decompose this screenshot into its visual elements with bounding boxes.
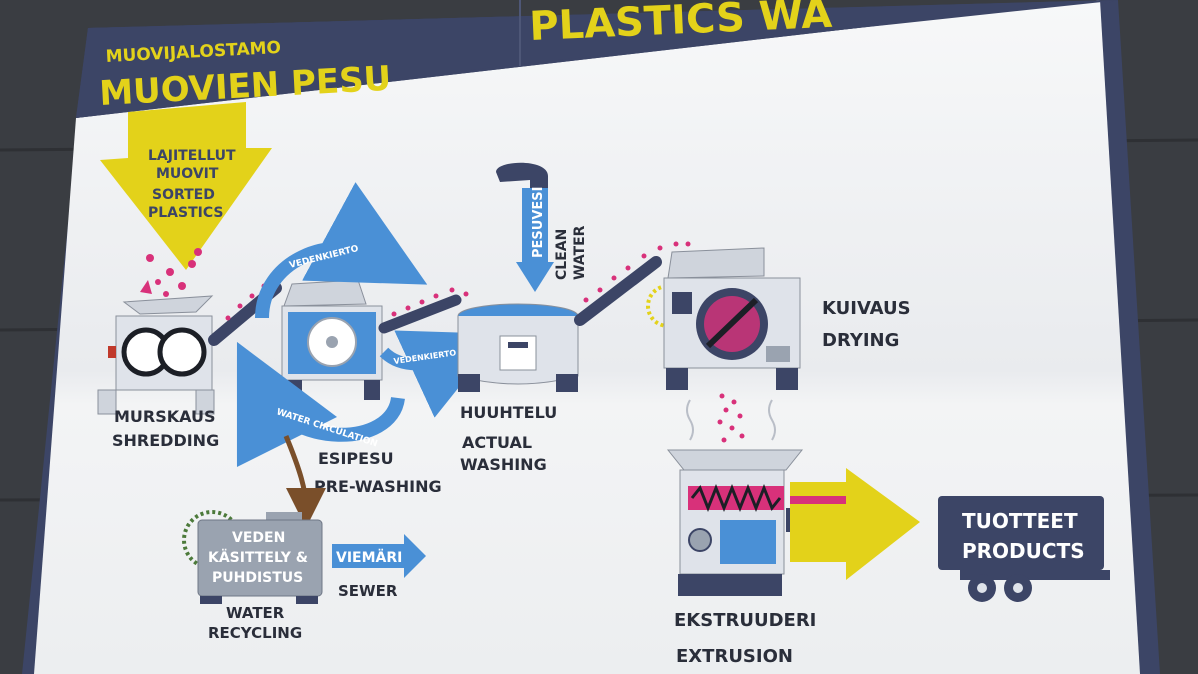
water-treatment-line2: KÄSITTELY &: [208, 549, 308, 566]
washing-tank: [457, 303, 579, 392]
clean-water-label-en2: WATER: [572, 225, 588, 280]
water-treatment-line3: PUHDISTUS: [212, 570, 303, 586]
extrusion-label-fi: EKSTRUUDERI: [674, 610, 816, 631]
drain-pipe: [283, 435, 326, 528]
drying-label-en: DRYING: [822, 330, 899, 351]
circulation-arrow-bottom: [236, 341, 405, 468]
clean-water-pipe: PESUVESI: [496, 162, 554, 292]
svg-text:PLASTICS: PLASTICS: [148, 205, 223, 221]
dryer-machine: [646, 247, 801, 390]
plastic-particles: [140, 248, 202, 297]
sewer-label-en: SEWER: [338, 582, 398, 600]
products-label-en: PRODUCTS: [962, 539, 1085, 563]
water-recycling-label-en2: RECYCLING: [208, 624, 302, 642]
extruder-machine: [666, 449, 826, 596]
washing-label-en1: ACTUAL: [462, 433, 532, 452]
prewash-label-fi: ESIPESU: [318, 449, 394, 468]
washing-label-en2: WASHING: [460, 455, 547, 474]
water-treatment-unit: [182, 510, 323, 604]
products-label-fi: TUOTTEET: [962, 509, 1078, 533]
clean-water-label-fi: PESUVESI: [531, 187, 546, 258]
products-truck: [938, 496, 1110, 602]
water-recycling-label-en1: WATER: [226, 604, 285, 622]
conveyor-3: [574, 241, 691, 326]
shredding-label-en: SHREDDING: [112, 431, 219, 450]
heat-wisps: [686, 399, 776, 441]
svg-text:MUOVIT: MUOVIT: [156, 166, 219, 182]
extrusion-label-en: EXTRUSION: [676, 646, 793, 667]
washing-label-fi: HUUHTELU: [460, 403, 557, 422]
falling-pellets: [717, 393, 745, 443]
sewer-label-fi: VIEMÄRI: [336, 549, 402, 566]
shredder-machine: [97, 295, 215, 415]
svg-text:SORTED: SORTED: [152, 187, 215, 203]
sorted-plastics-arrow: LAJITELLUT MUOVIT SORTED PLASTICS: [100, 102, 272, 270]
clean-water-label-en1: CLEAN: [554, 229, 570, 280]
sewer-arrow: [332, 534, 426, 578]
circulation-arrow-small: [379, 330, 502, 418]
circulation-arrow-top: [255, 182, 428, 319]
water-treatment-line1: VEDEN: [232, 530, 285, 546]
drying-label-fi: KUIVAUS: [822, 298, 911, 319]
prewash-label-en: PRE-WASHING: [314, 477, 442, 496]
shredding-label-fi: MURSKAUS: [114, 407, 216, 426]
svg-text:LAJITELLUT: LAJITELLUT: [148, 148, 236, 164]
conveyor-2: [378, 287, 469, 334]
